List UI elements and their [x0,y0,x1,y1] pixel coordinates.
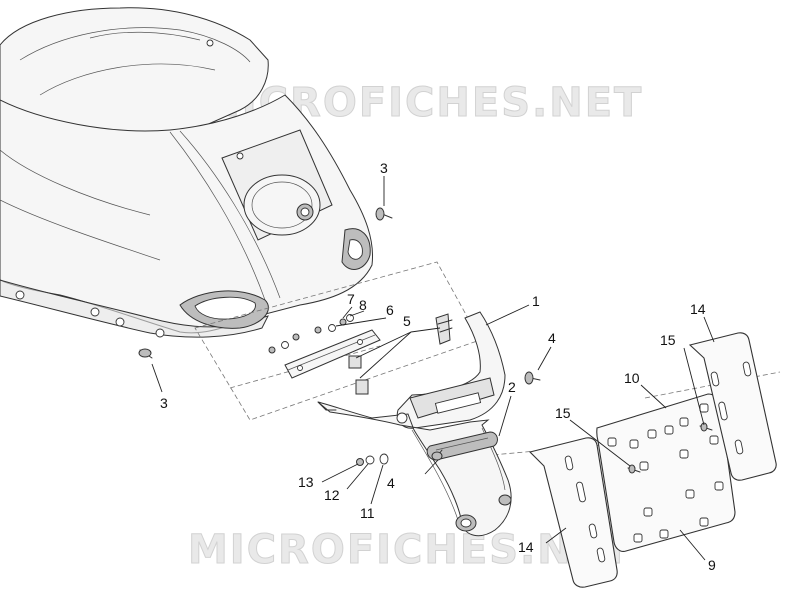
callout-5: 5 [403,313,411,329]
callout-4-right: 4 [548,330,556,346]
callout-2: 2 [508,379,516,395]
callout-15-left: 15 [555,405,571,421]
reflector-plate-14-left [528,437,618,588]
clip-5-mid [348,355,369,395]
leader-lines [151,176,715,561]
callout-6: 6 [386,302,394,318]
callout-8: 8 [359,297,367,313]
screw-4-bottom [431,449,443,461]
screw-15-left [627,464,641,474]
callout-13: 13 [298,474,314,490]
screw-15-right [699,422,713,432]
fastener-set-upper [268,314,354,354]
license-plate-bracket-9 [596,393,736,552]
reflector-plate-14-right [688,332,777,481]
callout-7: 7 [347,291,355,307]
callout-4-bottom: 4 [387,475,395,491]
scooter-rear-body [0,7,374,338]
watermark-bottom: MICROFICHES.NET [188,527,631,573]
screw-3-top [375,207,393,221]
callout-14-bottom: 14 [518,539,534,555]
callout-3-bottom: 3 [160,395,168,411]
screw-4-right [524,371,541,385]
mounting-guide-line [229,345,381,389]
callout-9: 9 [708,557,716,573]
callout-1: 1 [532,293,540,309]
callout-14-right: 14 [690,301,706,317]
callout-labels: 3 3 1 2 4 4 5 6 7 8 9 10 11 12 13 14 14 … [160,160,716,573]
callout-12: 12 [324,487,340,503]
bracket-6 [284,329,381,379]
screw-3-bottom [138,348,153,359]
clip-5-upper [435,313,453,345]
callout-15-right: 15 [660,332,676,348]
reflector-2 [426,431,498,461]
callout-3-top: 3 [380,160,388,176]
callout-10: 10 [624,370,640,386]
plate-holder-1 [317,311,512,537]
fastener-set-lower [356,453,389,466]
callout-11: 11 [360,505,375,521]
